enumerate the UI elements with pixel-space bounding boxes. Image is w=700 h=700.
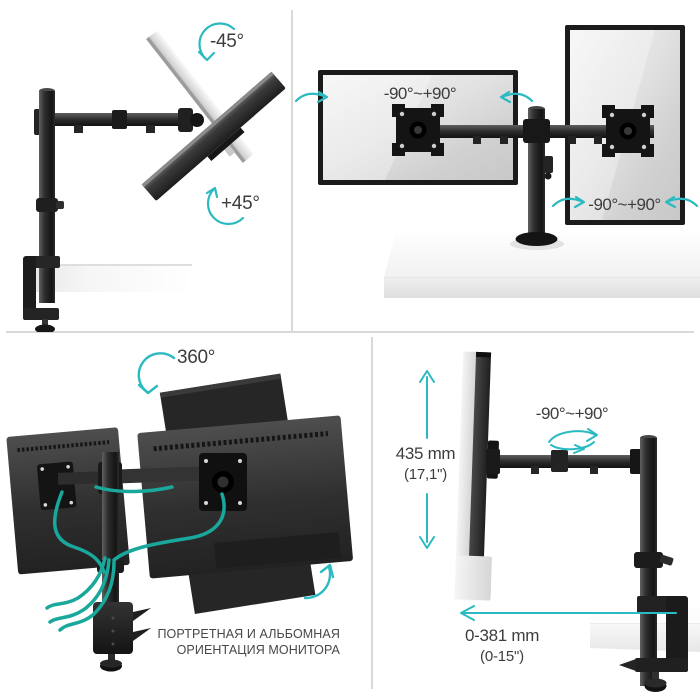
swivel-arrow-right2-icon [664, 195, 699, 209]
axis-rotation-arrow-icon [548, 428, 598, 454]
portrait-rotation-label: -90°~+90° [588, 195, 661, 214]
support-arm [486, 449, 652, 474]
desk-clamp [23, 256, 60, 332]
pole [36, 88, 64, 303]
vesa-plate-right [602, 105, 654, 157]
orientation-panel: 360° ПОРТРЕТНАЯ И АЛЬБОМНАЯ ОРИЕНТАЦИЯ М… [0, 332, 372, 700]
tilt-down-label: +45° [221, 193, 260, 214]
tilt-illustration [23, 22, 286, 332]
orientation-caption-line2: ОРИЕНТАЦИЯ МОНИТОРА [176, 642, 340, 657]
swivel-arrow-right-icon [499, 90, 534, 104]
rotation-360-arrow-icon [137, 352, 176, 395]
monitor-tilt-forward [141, 71, 286, 201]
height-dimension-label: 435 mm (17,1") [375, 444, 476, 483]
depth-dimension-label: 0-381 mm (0-15") [444, 626, 560, 665]
vesa-plate [199, 453, 247, 511]
swivel-360-label: 360° [177, 347, 216, 368]
pole [634, 435, 674, 686]
horizontal-dimension-arrow-icon [460, 605, 677, 621]
desk [384, 228, 700, 298]
swivel-arrow-left2-icon [551, 195, 586, 209]
depth-inches: (0-15") [480, 648, 524, 665]
swivel-arrow-left-icon [294, 90, 329, 104]
support-arm [34, 108, 204, 135]
cables [45, 485, 226, 632]
dimensions-illustration [419, 351, 700, 692]
orientation-illustration [6, 352, 353, 672]
tilt-up-arc-arrow-icon [197, 22, 236, 62]
dimensions-panel: 435 mm (17,1") -90°~+90° 0-381 mm (0-15"… [372, 332, 700, 700]
top-vertical-divider [291, 10, 293, 331]
height-inches: (17,1") [403, 466, 448, 483]
landscape-rotation-label: -90°~+90° [383, 84, 457, 103]
bottom-vertical-divider [371, 337, 373, 689]
tilt-range-panel: -45° +45° [0, 0, 291, 332]
orientation-caption: ПОРТРЕТНАЯ И АЛЬБОМНАЯ ОРИЕНТАЦИЯ МОНИТО… [128, 627, 340, 658]
tilt-up-label: -45° [210, 31, 244, 52]
desk-clamp [619, 596, 688, 692]
vesa-plate-left [392, 104, 444, 156]
height-mm: 435 mm [395, 444, 456, 463]
depth-mm: 0-381 mm [464, 626, 540, 645]
tilt-down-arc-arrow-icon [205, 186, 245, 226]
rotation-range-panel: -90°~+90° -90°~+90° [291, 0, 700, 332]
horizontal-divider [6, 331, 694, 333]
desk-edge [34, 264, 192, 292]
vertical-dimension-arrow-icon [419, 370, 435, 549]
desk-clamp [93, 602, 151, 672]
rotation-illustration [294, 25, 700, 298]
corner-rotation-arrow-icon [303, 563, 335, 600]
orientation-caption-line1: ПОРТРЕТНАЯ И АЛЬБОМНАЯ [157, 627, 340, 641]
arm-rotation-label: -90°~+90° [535, 404, 609, 423]
